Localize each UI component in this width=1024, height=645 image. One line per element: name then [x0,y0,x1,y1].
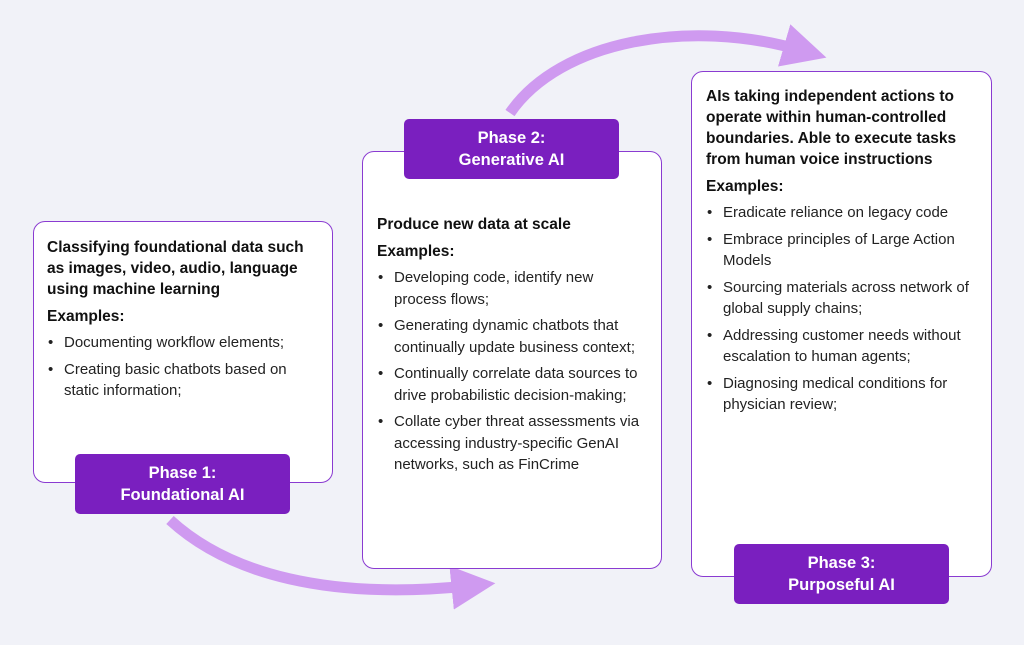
phase1-heading: Classifying foundational data such as im… [47,239,304,298]
phase2-card: Produce new data at scale Examples: Deve… [362,151,662,569]
list-item: Addressing customer needs without escala… [706,325,979,368]
list-item: Continually correlate data sources to dr… [377,363,649,406]
list-item: Generating dynamic chatbots that continu… [377,315,649,358]
list-item: Eradicate reliance on legacy code [706,202,979,224]
phase3-label-line1: Phase 3: [807,554,876,572]
phase3-examples-label: Examples: [706,178,784,195]
list-item: Documenting workflow elements; [47,332,320,354]
phase3-label-line2: Purposeful AI [788,576,895,594]
phase3-list: Eradicate reliance on legacy code Embrac… [706,202,979,416]
phase2-heading: Produce new data at scale [377,216,571,233]
phase3-card: AIs taking independent actions to operat… [691,71,992,577]
phase1-label: Phase 1: Foundational AI [75,454,290,514]
phase1-examples-label: Examples: [47,308,125,325]
phase1-card: Classifying foundational data such as im… [33,221,333,483]
list-item: Collate cyber threat assessments via acc… [377,411,649,476]
phase2-label-line2: Generative AI [458,151,565,169]
phase2-label-line1: Phase 2: [477,129,546,147]
phase1-label-line1: Phase 1: [148,464,217,482]
arrow-phase1-to-phase2 [166,515,496,610]
phase1-list: Documenting workflow elements; Creating … [47,332,320,402]
phase2-examples-label: Examples: [377,243,455,260]
list-item: Developing code, identify new process fl… [377,267,649,310]
phase2-label: Phase 2: Generative AI [404,119,619,179]
phase3-heading: AIs taking independent actions to operat… [706,88,957,168]
list-item: Creating basic chatbots based on static … [47,359,320,402]
list-item: Sourcing materials across network of glo… [706,277,979,320]
phase3-label: Phase 3: Purposeful AI [734,544,949,604]
arrow-phase2-to-phase3 [505,24,827,117]
phase2-list: Developing code, identify new process fl… [377,267,649,476]
list-item: Diagnosing medical conditions for physic… [706,373,979,416]
list-item: Embrace principles of Large Action Model… [706,229,979,272]
phase1-label-line2: Foundational AI [120,486,245,504]
